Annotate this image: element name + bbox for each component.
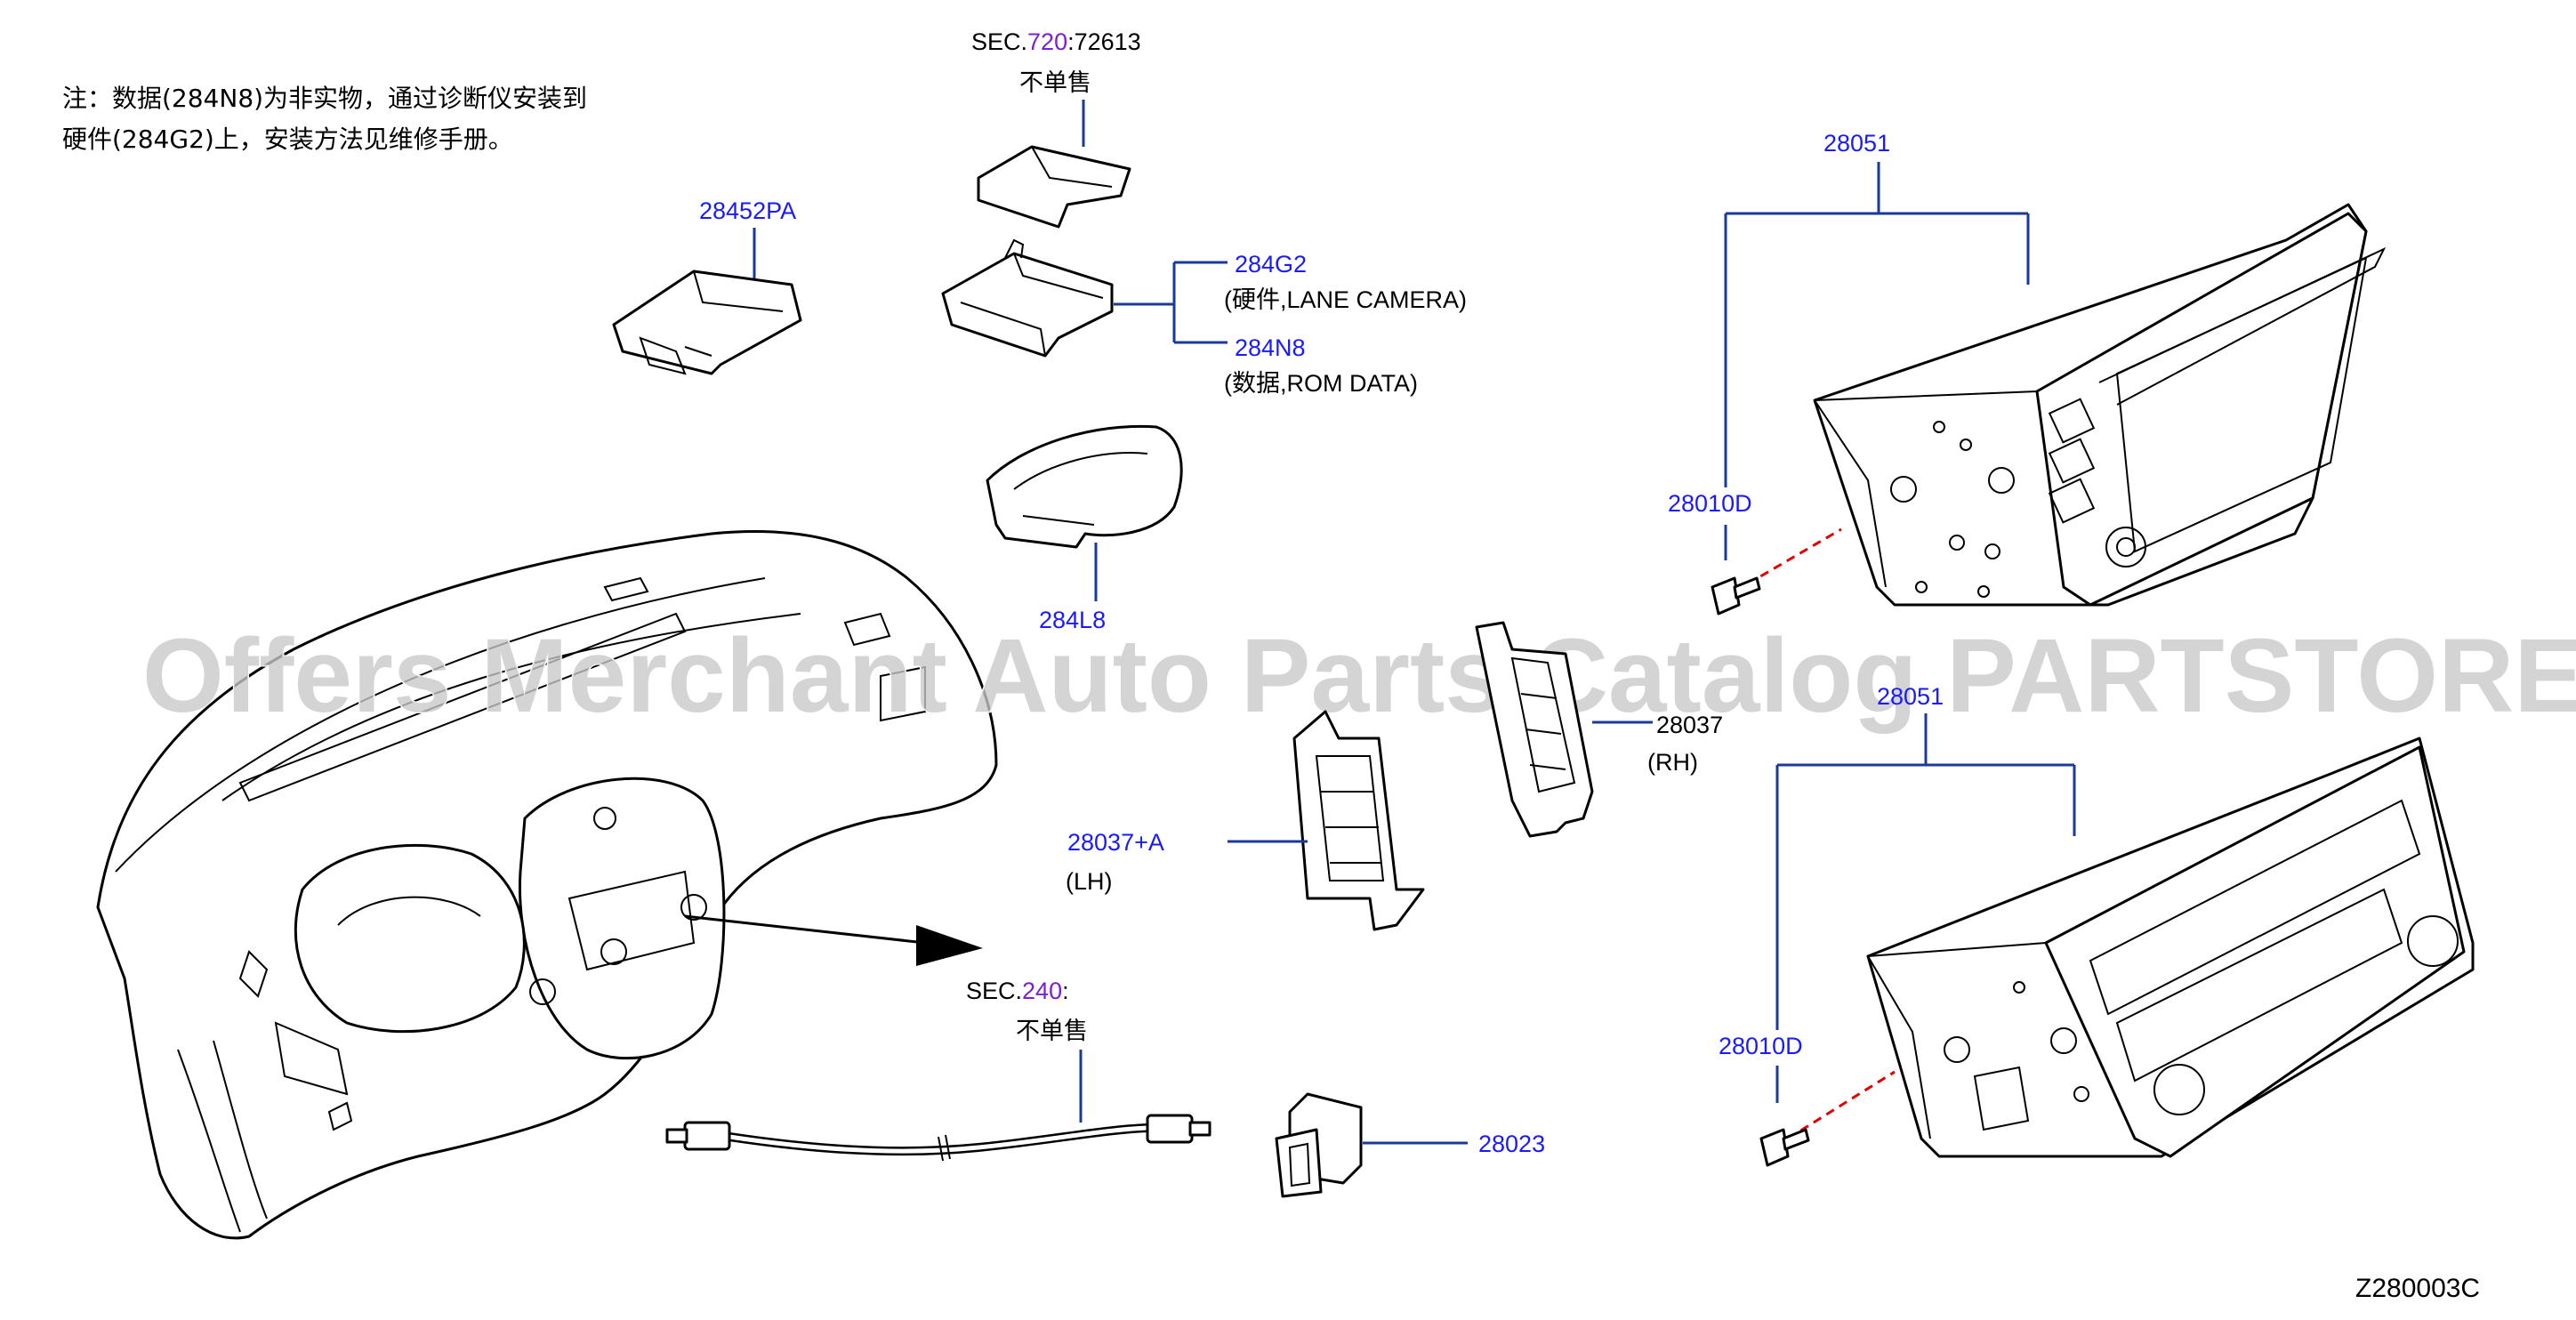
- part-28037A-lh-bracket: [1292, 710, 1425, 931]
- label-284G2: 284G2: [1235, 251, 1307, 278]
- note-line-2: 硬件(284G2)上，安装方法见维修手册。: [62, 125, 513, 154]
- part-284G2-camera: [941, 238, 1114, 358]
- label-28037A-lh: 28037+A: [1067, 829, 1164, 856]
- part-28051-audio-unit: [1866, 736, 2475, 1158]
- pointer-arrow-line: [684, 914, 926, 945]
- label-284G2-desc: (硬件,LANE CAMERA): [1224, 286, 1467, 313]
- label-rh: (RH): [1647, 749, 1698, 776]
- screw-28010D-bottom: [1759, 1128, 1810, 1167]
- fastener-dash-bottom: [1787, 1070, 1896, 1140]
- label-28051-top: 28051: [1823, 130, 1890, 157]
- sec720-label: SEC.720:72613: [971, 28, 1141, 55]
- sec240-label: SEC.240:: [966, 978, 1069, 1004]
- diagram-code: Z280003C: [2355, 1274, 2480, 1303]
- label-284N8: 284N8: [1235, 334, 1306, 361]
- dashboard-illustration: [96, 529, 998, 1240]
- part-284L8-cover: [986, 424, 1183, 549]
- label-28010D-top: 28010D: [1668, 490, 1752, 517]
- leader-28051-bottom: [1775, 713, 2076, 1030]
- label-28452PA: 28452PA: [699, 197, 796, 224]
- leader-284G2-284N8: [1114, 261, 1228, 344]
- note-line-1: 注：数据(284N8)为非实物，通过诊断仪安装到: [62, 84, 587, 113]
- harness-cable: [665, 1114, 1212, 1162]
- pointer-arrow-head: [916, 925, 983, 966]
- screw-28010D-top: [1711, 576, 1761, 616]
- label-284N8-desc: (数据,ROM DATA): [1224, 370, 1418, 397]
- part-28051-nav-unit: [1813, 203, 2387, 607]
- label-284L8: 284L8: [1039, 607, 1106, 633]
- part-28452PA-bracket: [612, 270, 802, 375]
- watermark-text: Offers Merchant Auto Parts Catalog PARTS…: [142, 617, 2576, 735]
- label-28023: 28023: [1478, 1131, 1545, 1157]
- leader-28051-top: [1724, 162, 2030, 487]
- label-28010D-bottom: 28010D: [1719, 1033, 1803, 1059]
- part-28023-sensor: [1275, 1092, 1363, 1198]
- sec240-not-sold: 不单售: [1016, 1018, 1088, 1044]
- part-28037-rh-bracket: [1475, 621, 1594, 838]
- label-lh: (LH): [1066, 868, 1113, 895]
- sec720-bracket-part: [977, 145, 1131, 229]
- sec720-not-sold: 不单售: [1019, 69, 1091, 96]
- label-28051-bottom: 28051: [1877, 683, 1944, 710]
- label-28037-rh: 28037: [1656, 712, 1723, 738]
